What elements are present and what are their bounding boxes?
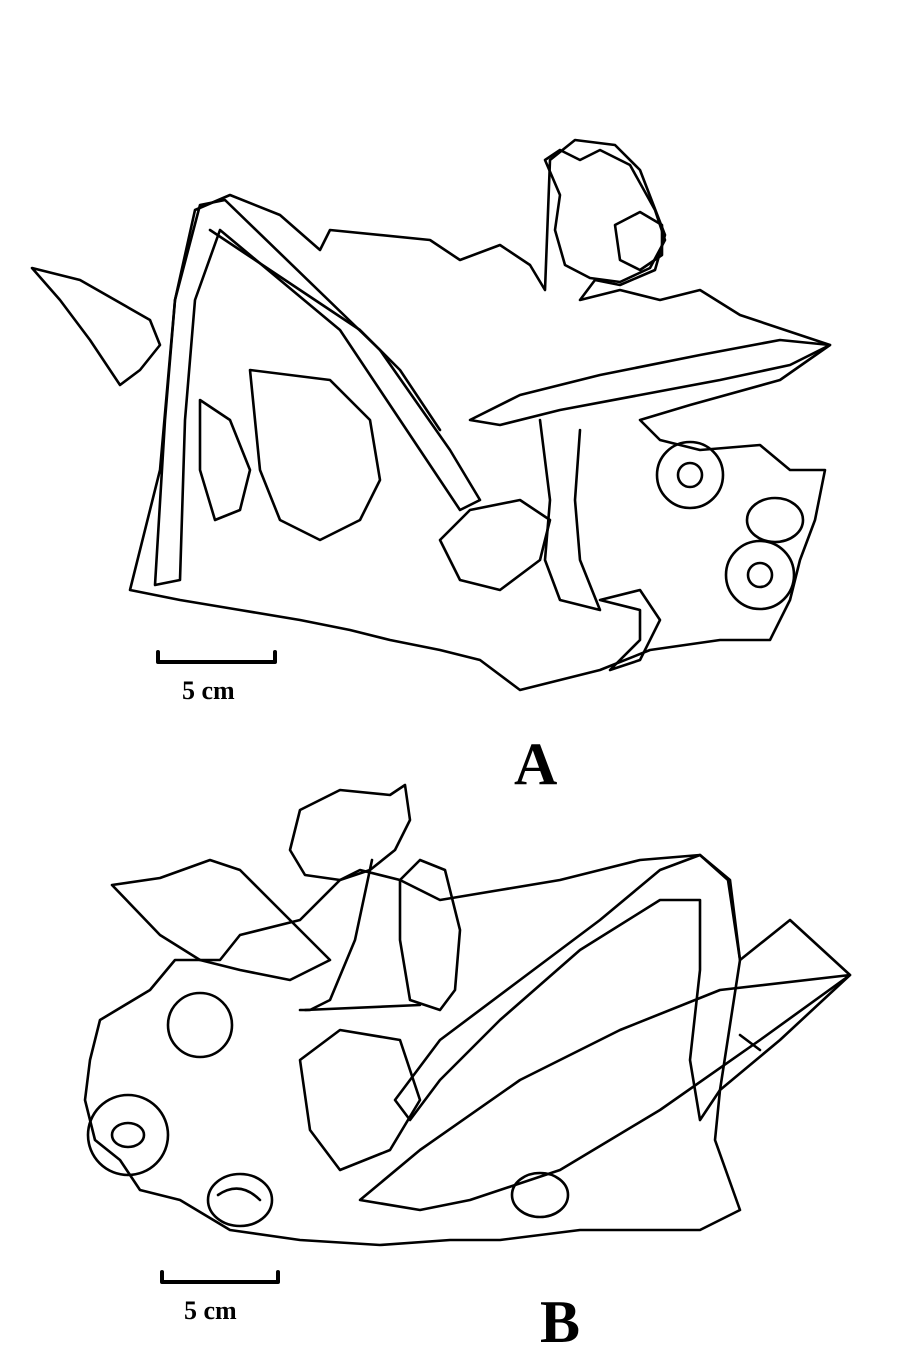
leaf-left-b [110,858,332,982]
panel-label-b: B [540,1289,581,1355]
leaf-mid-b [298,1028,422,1172]
drawing-b [83,783,852,1284]
drawing-a [30,138,832,692]
stalk-a [538,418,602,612]
pod-b [398,858,462,1012]
fruit-1-b [86,1093,170,1177]
peg-b [738,1033,762,1052]
serrated-band-b [393,853,742,1122]
scale-bar-b [160,1270,280,1284]
fruit-3-a [745,496,805,544]
fruit-2-a [724,539,796,611]
fruit-1-a [655,440,725,510]
bird-fragment-b [288,783,412,882]
inner-band-a [208,228,442,432]
scale-bar-label-a: 5 cm [182,676,235,705]
fruit-3-b [206,1172,274,1228]
panel-label-a: A [514,731,558,797]
fruit-1-a-hole [676,461,704,489]
fruit-1-b-hole [110,1121,146,1149]
specimen-a-outline [128,138,832,692]
leaf-small-a [198,398,252,522]
leaf-left-a [30,266,162,387]
leaf-mid-a [248,368,382,542]
bird-fragment-a [543,148,667,284]
specimen-b-outline [83,853,852,1247]
fruit-3-b-mark [216,1187,262,1202]
stick-b [303,1003,422,1012]
fruit-4-b [510,1171,570,1219]
hook-a [598,588,662,672]
leaf-b-a [438,498,552,592]
disc-a [613,210,664,272]
scale-bar-a [156,650,277,664]
fruit-2-b [166,991,234,1059]
serrated-leaf-a [468,338,832,427]
scale-bar-label-b: 5 cm [184,1296,237,1325]
long-leaf-b [358,973,852,1212]
fruit-2-a-hole [746,561,774,589]
stem-band-a [153,198,482,587]
